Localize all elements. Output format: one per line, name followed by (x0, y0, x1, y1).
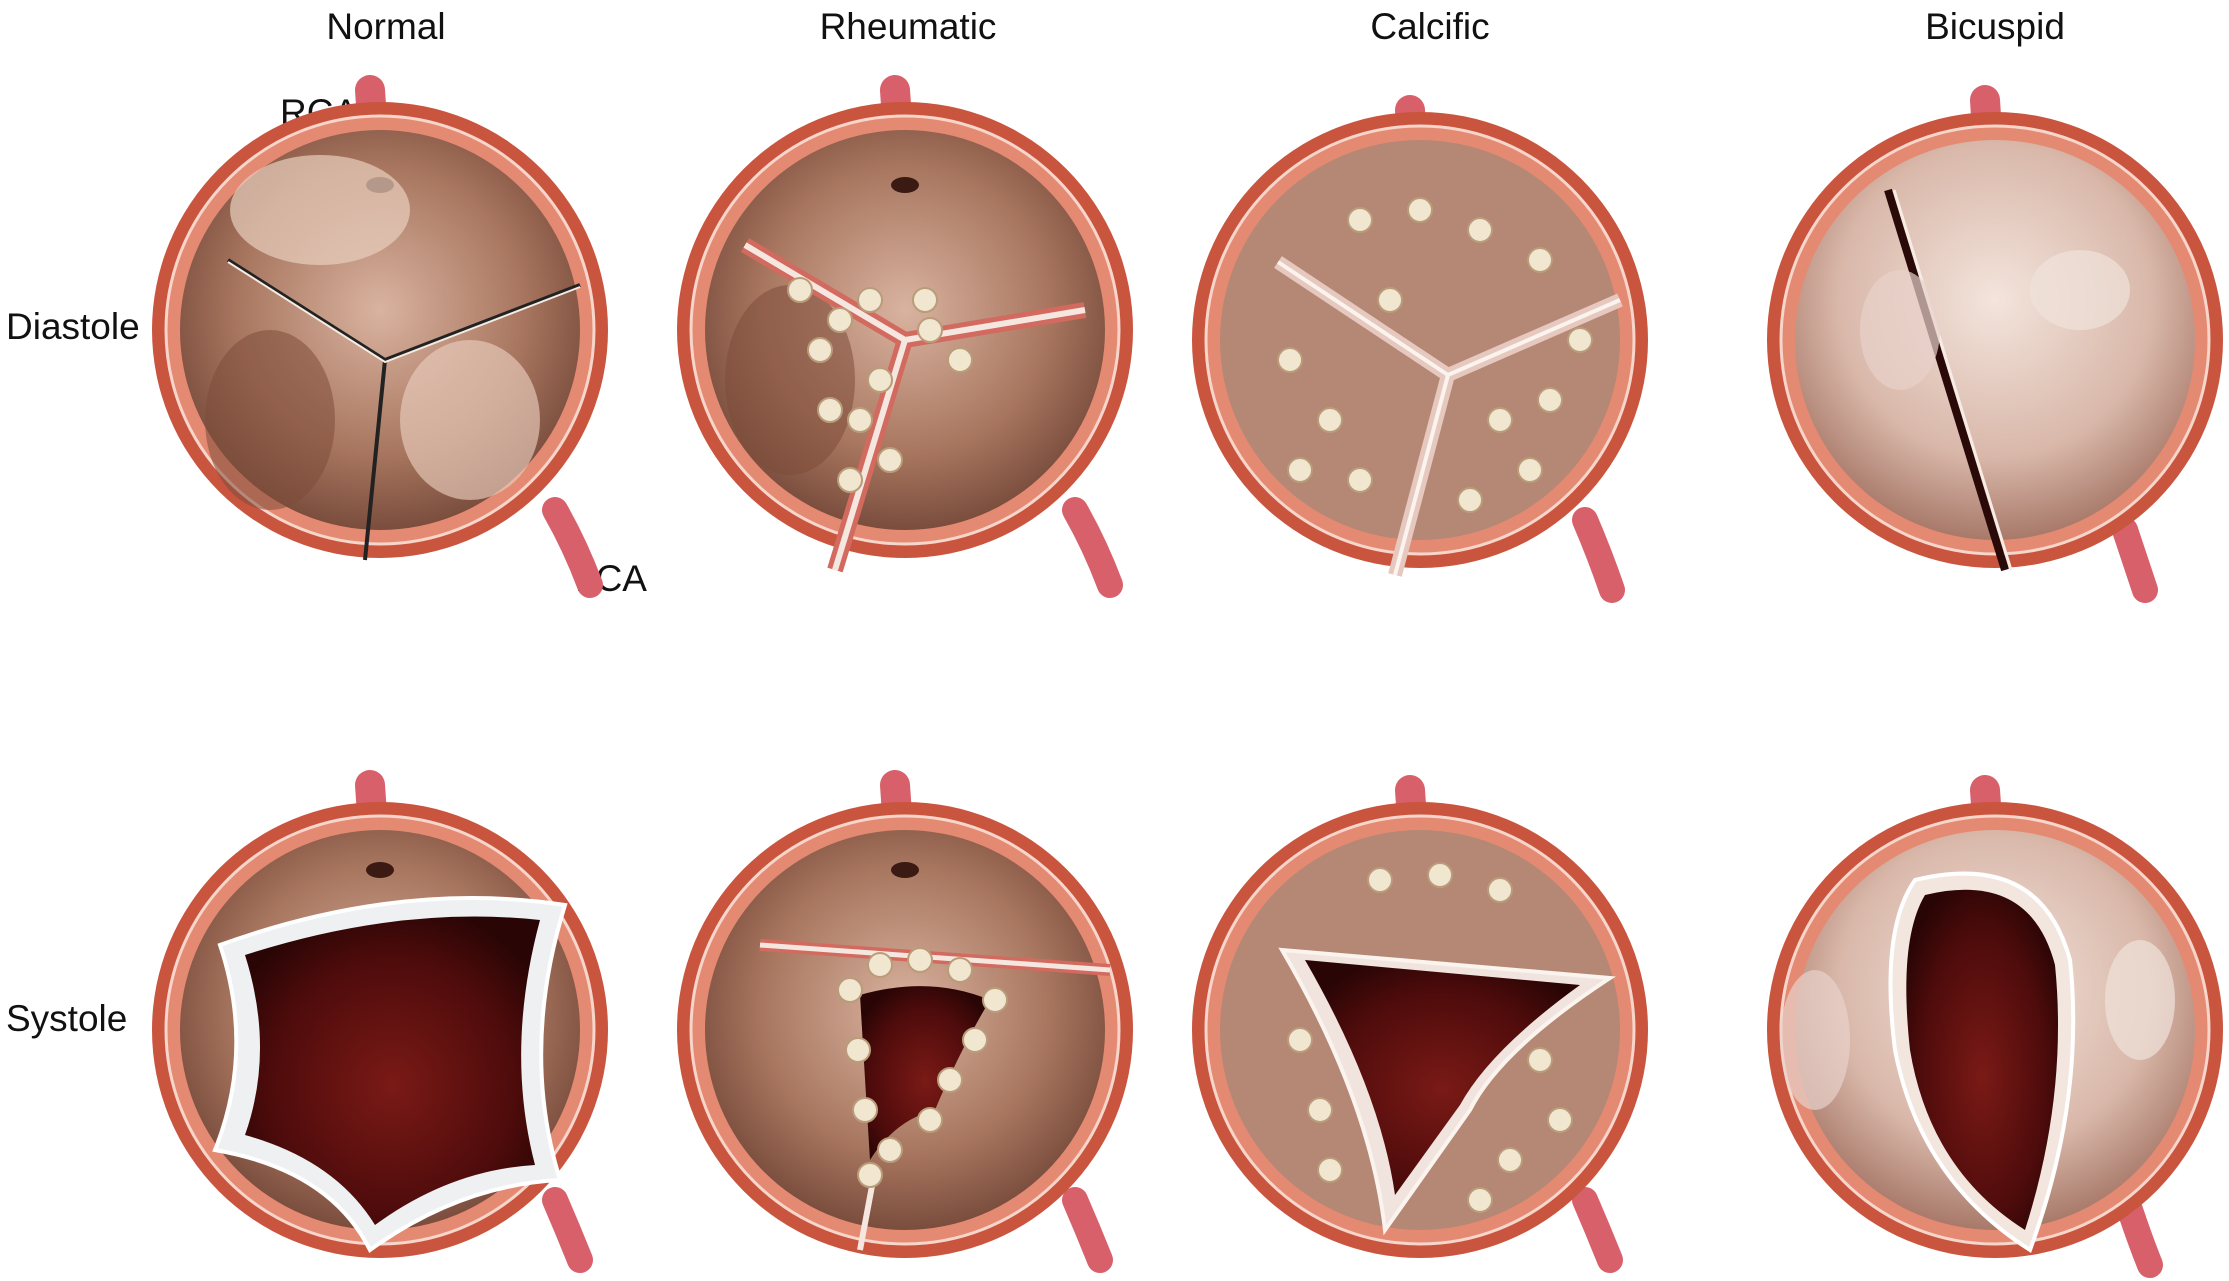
valve-calcific-diastole (1192, 95, 1648, 603)
valve-rheumatic-diastole (677, 75, 1133, 598)
valve-normal-diastole (152, 75, 608, 598)
valve-normal-systole (152, 770, 608, 1273)
column-label-bicuspid: Bicuspid (1925, 6, 2065, 47)
valve-calcific-systole (1192, 775, 1648, 1273)
column-label-rheumatic: Rheumatic (819, 6, 997, 47)
valve-rheumatic-systole (677, 770, 1133, 1273)
row-label-systole: Systole (6, 998, 128, 1039)
valve-bicuspid-systole (1767, 775, 2223, 1278)
column-label-calcific: Calcific (1370, 6, 1490, 47)
row-label-diastole: Diastole (6, 306, 140, 347)
valve-bicuspid-diastole (1767, 85, 2223, 603)
column-label-normal: Normal (326, 6, 446, 47)
